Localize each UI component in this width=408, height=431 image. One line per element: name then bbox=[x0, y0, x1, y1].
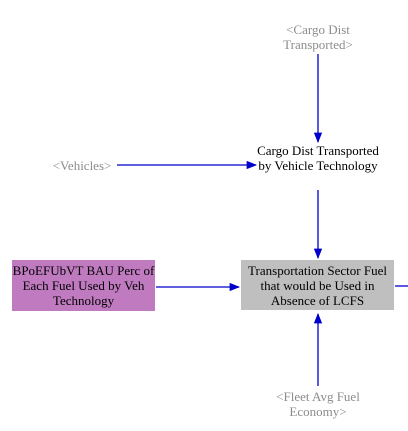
transport-fuel-node: Transportation Sector Fuel that would be… bbox=[241, 260, 394, 310]
cargo-dist-by-tech-node: Cargo Dist Transported by Vehicle Techno… bbox=[257, 143, 379, 173]
cargo-dist-transported-node: <Cargo Dist Transported> bbox=[283, 22, 353, 52]
bpoefubvt-node: BPoEFUbVT BAU Perc of Each Fuel Used by … bbox=[12, 260, 155, 311]
fleet-avg-fuel-economy-node: <Fleet Avg Fuel Economy> bbox=[276, 389, 360, 419]
vehicles-node: <Vehicles> bbox=[52, 158, 112, 173]
